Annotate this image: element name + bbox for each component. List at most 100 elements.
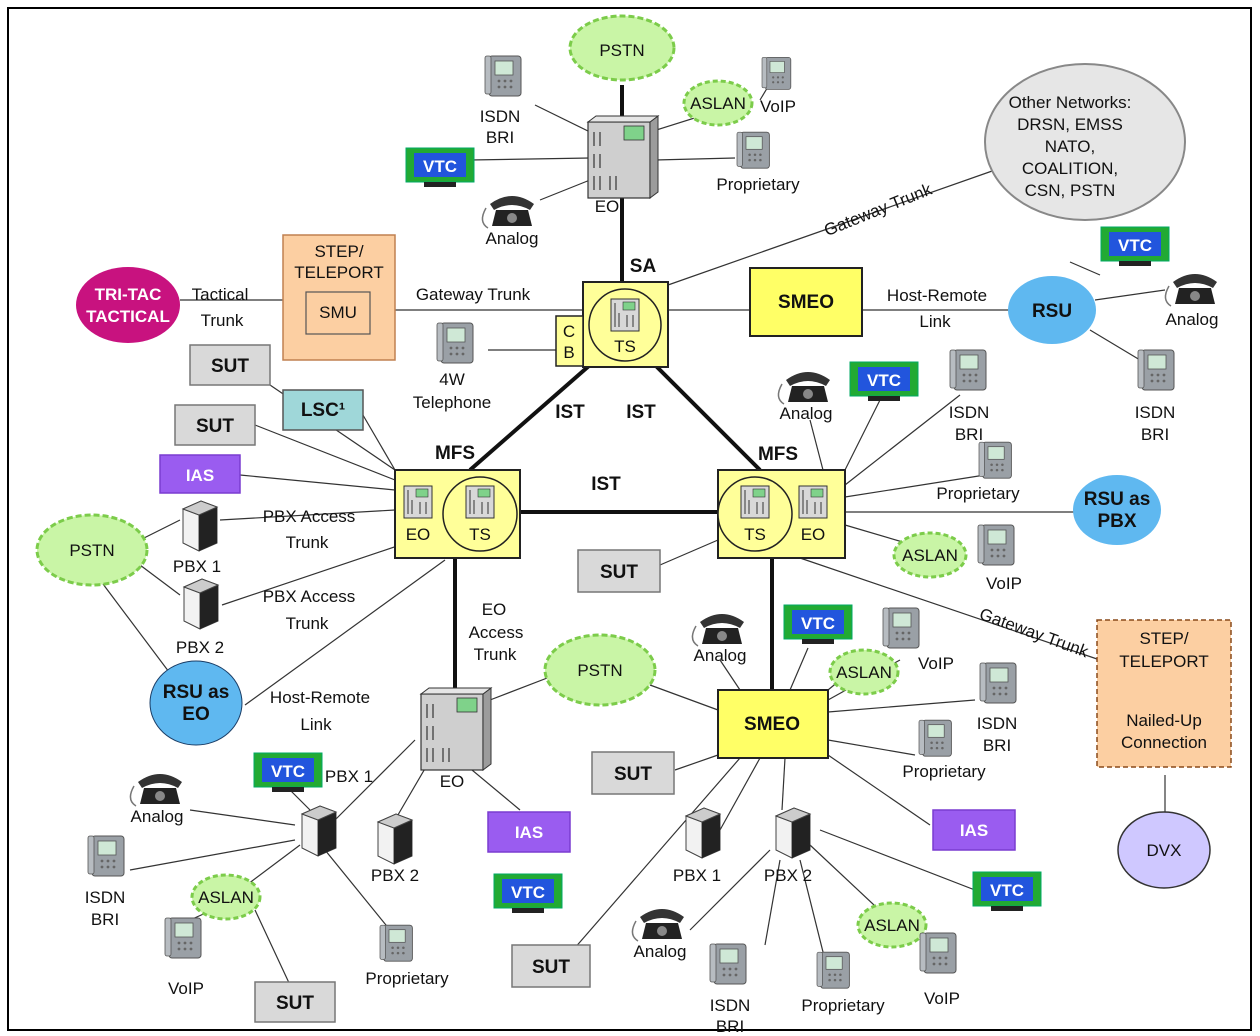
proprietary-phone-bottom-left: Proprietary bbox=[365, 924, 449, 988]
svg-text:IAS: IAS bbox=[186, 466, 214, 485]
svg-text:BRI: BRI bbox=[91, 910, 119, 929]
analog-phone-top: Analog bbox=[481, 195, 538, 248]
isdn-phone-bottom-left: ISDN BRI bbox=[85, 835, 125, 929]
telephone-4w-icon bbox=[436, 322, 474, 364]
svg-text:SUT: SUT bbox=[614, 764, 652, 785]
svg-text:LSC¹: LSC¹ bbox=[301, 400, 345, 421]
analog-phone-smeo: Analog bbox=[691, 613, 747, 665]
svg-text:ASLAN: ASLAN bbox=[690, 94, 746, 113]
svg-text:ISDN: ISDN bbox=[710, 996, 751, 1015]
svg-text:Nailed-Up: Nailed-Up bbox=[1126, 711, 1202, 730]
pstn-label: PSTN bbox=[599, 41, 644, 60]
vtc-bottom-left: VTC bbox=[253, 752, 323, 793]
analog-phone-bottom-right: Analog bbox=[631, 908, 686, 961]
analog-phone-icon bbox=[129, 773, 183, 807]
svg-text:BRI: BRI bbox=[486, 128, 514, 147]
eo-access-label-3: Trunk bbox=[474, 645, 517, 664]
svg-text:PSTN: PSTN bbox=[577, 661, 622, 680]
isdn-phone-icon bbox=[709, 943, 747, 985]
svg-text:PSTN: PSTN bbox=[69, 541, 114, 560]
svg-text:B: B bbox=[563, 343, 574, 362]
svg-text:TRI-TAC: TRI-TAC bbox=[95, 285, 162, 304]
mfs-left: MFS EO TS bbox=[394, 443, 521, 559]
link-label-bottom: Link bbox=[300, 715, 332, 734]
svg-text:IAS: IAS bbox=[960, 821, 988, 840]
svg-text:C: C bbox=[563, 322, 575, 341]
ias-box-1: IAS bbox=[159, 454, 241, 494]
svg-text:TELEPORT: TELEPORT bbox=[1119, 652, 1208, 671]
voip-phone-icon bbox=[882, 607, 920, 649]
step-teleport-2: STEP/ TELEPORT Nailed-Up Connection bbox=[1096, 619, 1232, 768]
vtc-top: VTC bbox=[405, 147, 475, 188]
svg-text:VTC: VTC bbox=[867, 371, 901, 390]
tactical-label: Tactical bbox=[192, 285, 249, 304]
svg-text:SMEO: SMEO bbox=[778, 292, 834, 313]
pbx1-left: PBX 1 bbox=[173, 500, 221, 576]
svg-text:Proprietary: Proprietary bbox=[936, 484, 1020, 503]
ias-box-2: IAS bbox=[487, 811, 571, 853]
svg-text:BRI: BRI bbox=[716, 1017, 744, 1036]
svg-text:DRSN, EMSS: DRSN, EMSS bbox=[1017, 115, 1123, 134]
pbx2-left: PBX 2 bbox=[176, 578, 224, 657]
eo-switch-bottom: EO bbox=[420, 687, 492, 791]
svg-text:Proprietary: Proprietary bbox=[365, 969, 449, 988]
svg-text:ISDN: ISDN bbox=[1135, 403, 1176, 422]
svg-text:VTC: VTC bbox=[1118, 236, 1152, 255]
proprietary-phone-icon bbox=[379, 924, 413, 962]
svg-text:ISDN: ISDN bbox=[949, 403, 990, 422]
tritac-node: TRI-TAC TACTICAL bbox=[76, 267, 180, 343]
sut-box-5: SUT bbox=[511, 944, 591, 988]
pbx-access-trunk-label-1: Trunk bbox=[286, 533, 329, 552]
eo-access-label-2: Access bbox=[469, 623, 524, 642]
pbx2-bottom-left: PBX 2 bbox=[371, 813, 419, 885]
svg-text:EO: EO bbox=[406, 525, 431, 544]
svg-text:ASLAN: ASLAN bbox=[864, 916, 920, 935]
svg-text:BRI: BRI bbox=[1141, 425, 1169, 444]
rsu-node: RSU bbox=[1008, 276, 1096, 344]
pbx1-bottom-right: PBX 1 bbox=[673, 807, 721, 885]
svg-text:Other Networks:: Other Networks: bbox=[1009, 93, 1132, 112]
voip-phone-top: VoIP bbox=[760, 57, 796, 116]
analog-phone-bottom-left: Analog bbox=[129, 773, 183, 826]
svg-text:EO: EO bbox=[440, 772, 465, 791]
voip-phone-bottom-left: VoIP bbox=[164, 917, 204, 998]
svg-text:EO: EO bbox=[182, 704, 209, 725]
tactical-trunk-label: Trunk bbox=[201, 311, 244, 330]
analog-phone-icon bbox=[481, 195, 535, 229]
pbx-icon bbox=[182, 500, 218, 552]
svg-text:Analog: Analog bbox=[780, 404, 833, 423]
svg-text:BRI: BRI bbox=[955, 425, 983, 444]
svg-text:Analog: Analog bbox=[694, 646, 747, 665]
svg-text:4W: 4W bbox=[439, 370, 465, 389]
proprietary-phone-smeo: Proprietary bbox=[902, 719, 986, 781]
pbx-icon bbox=[775, 807, 811, 859]
step-teleport-1: STEP/ TELEPORT SMU bbox=[282, 234, 396, 361]
svg-text:VoIP: VoIP bbox=[168, 979, 204, 998]
sa-node: SA TS C B bbox=[555, 256, 669, 368]
proprietary-phone-icon bbox=[816, 951, 850, 989]
svg-text:VTC: VTC bbox=[271, 762, 305, 781]
proprietary-phone-top: Proprietary bbox=[716, 131, 800, 194]
svg-text:SUT: SUT bbox=[600, 562, 638, 583]
pbx1-bottom-left bbox=[301, 805, 337, 857]
svg-text:ISDN: ISDN bbox=[977, 714, 1018, 733]
voip-phone-icon bbox=[919, 932, 957, 974]
eo-switch-icon bbox=[798, 485, 828, 519]
pstn-cloud-top: PSTN bbox=[568, 14, 676, 82]
vtc-bottom-center: VTC bbox=[493, 873, 563, 914]
gateway-trunk-label-top: Gateway Trunk bbox=[821, 179, 935, 240]
svg-text:PBX 2: PBX 2 bbox=[371, 866, 419, 885]
svg-text:MFS: MFS bbox=[758, 444, 798, 465]
ias-box-3: IAS bbox=[932, 809, 1016, 851]
isdn-phone-icon bbox=[949, 349, 987, 391]
svg-text:VTC: VTC bbox=[801, 614, 835, 633]
proprietary-phone-mfs-right: Proprietary bbox=[936, 441, 1020, 503]
svg-text:EO: EO bbox=[801, 525, 826, 544]
proprietary-phone-icon bbox=[736, 131, 770, 169]
svg-text:RSU as: RSU as bbox=[1084, 489, 1151, 510]
pbx-access-trunk-label-2: Trunk bbox=[286, 614, 329, 633]
dvx-node: DVX bbox=[1117, 811, 1211, 889]
svg-text:VoIP: VoIP bbox=[760, 97, 796, 116]
voip-phone-icon bbox=[977, 524, 1015, 566]
